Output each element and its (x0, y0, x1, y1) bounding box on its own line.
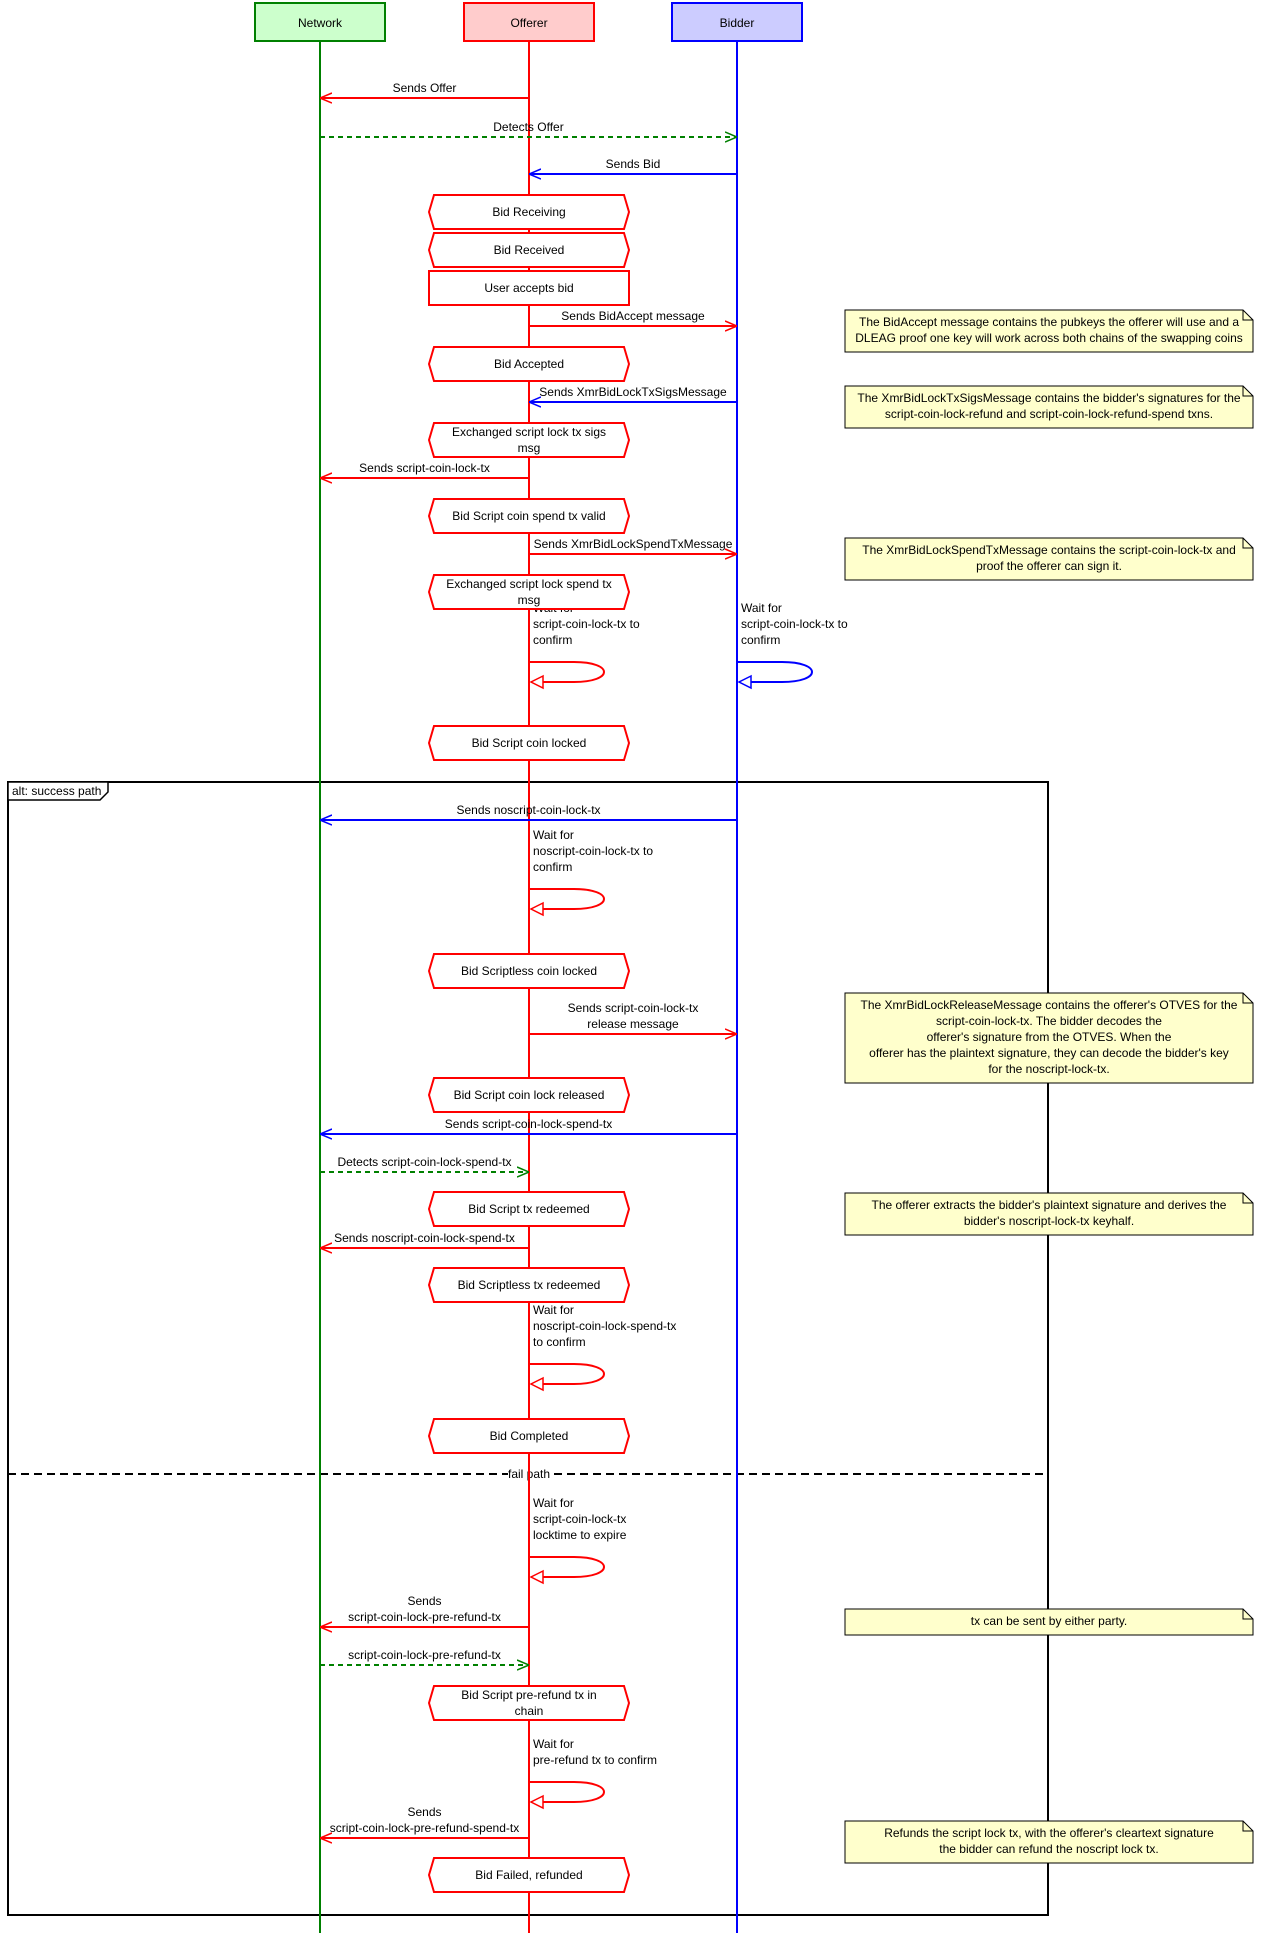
note (844, 385, 1254, 429)
note-text: Refunds the script lock tx, with the off… (884, 1826, 1214, 1856)
note (844, 309, 1254, 353)
message-label: Sends Bid (606, 157, 661, 171)
note-text: The offerer extracts the bidder's plaint… (872, 1198, 1227, 1228)
message-label: Sends Offer (393, 81, 457, 95)
state-label: Bid Script coin lock released (454, 1088, 605, 1102)
note-fold (1242, 1821, 1253, 1832)
state-box (427, 498, 631, 534)
note-text: The XmrBidLockReleaseMessage contains th… (861, 998, 1238, 1076)
note (844, 1192, 1254, 1236)
state-label: User accepts bid (484, 281, 573, 295)
self-message-arrow (529, 1363, 605, 1385)
state-box (427, 1857, 631, 1893)
alt-frame-label: alt: success path (12, 784, 101, 798)
alt-frame-tab (7, 781, 109, 801)
state-label: Bid Script tx redeemed (468, 1202, 589, 1216)
message-label: Sends XmrBidLockTxSigsMessage (539, 385, 727, 399)
self-message-arrowhead (529, 1376, 544, 1392)
state-box (427, 232, 631, 268)
state-label: Bid Accepted (494, 357, 564, 371)
state-box (427, 194, 631, 230)
participant-bidder (671, 2, 803, 42)
note-fold (1242, 386, 1253, 397)
self-message-arrowhead (529, 674, 544, 690)
note-text: The BidAccept message contains the pubke… (855, 315, 1243, 345)
message-label: Sends noscript-coin-lock-spend-tx (334, 1231, 515, 1245)
self-message-arrow (529, 661, 605, 683)
state-box (427, 725, 631, 761)
participant-label-bidder: Bidder (720, 16, 755, 30)
self-message-arrow (737, 661, 813, 683)
state-box (427, 422, 631, 458)
state-box (427, 1077, 631, 1113)
note-fold (1242, 1193, 1253, 1204)
state-label: Bid Script coin locked (472, 736, 587, 750)
self-message-arrow (529, 1556, 605, 1578)
self-message-arrowhead (529, 1569, 544, 1585)
state-label: Bid Scriptless tx redeemed (458, 1278, 601, 1292)
action-box (428, 270, 630, 306)
state-label: Bid Completed (490, 1429, 569, 1443)
message-label: Sends BidAccept message (561, 309, 705, 323)
participant-offerer (463, 2, 595, 42)
participant-network (254, 2, 386, 42)
state-box (427, 1685, 631, 1721)
state-box (427, 1267, 631, 1303)
note (844, 537, 1254, 581)
note-fold (1242, 1609, 1253, 1620)
state-box (427, 953, 631, 989)
message-label: script-coin-lock-pre-refund-tx (348, 1648, 501, 1662)
state-label: Bid Scriptless coin locked (461, 964, 597, 978)
note-fold (1242, 993, 1253, 1004)
note (844, 992, 1254, 1084)
self-message-arrow (529, 1781, 605, 1803)
message-label: Sends noscript-coin-lock-tx (456, 803, 600, 817)
state-box (427, 1191, 631, 1227)
self-message-arrow (529, 888, 605, 910)
participant-label-network: Network (298, 16, 343, 30)
message-label: Detects Offer (493, 120, 563, 134)
self-message-arrowhead (529, 1794, 544, 1810)
note-fold (1242, 538, 1253, 549)
message-label: Sends XmrBidLockSpendTxMessage (534, 537, 733, 551)
state-box (427, 346, 631, 382)
note-fold (1242, 310, 1253, 321)
self-message-arrowhead (737, 674, 752, 690)
note-text: tx can be sent by either party. (971, 1614, 1128, 1628)
state-label: Bid Script coin spend tx valid (452, 509, 605, 523)
state-label: Bid Failed, refunded (475, 1868, 582, 1882)
message-label: Sends script-coin-lock-spend-tx (445, 1117, 612, 1131)
note (844, 1608, 1254, 1636)
note-text: The XmrBidLockSpendTxMessage contains th… (862, 543, 1236, 573)
state-label: Bid Receiving (492, 205, 565, 219)
note-text: The XmrBidLockTxSigsMessage contains the… (857, 391, 1240, 421)
note (844, 1820, 1254, 1864)
message-label: Sends script-coin-lock-tx (359, 461, 490, 475)
state-box (427, 574, 631, 610)
message-label: Detects script-coin-lock-spend-tx (337, 1155, 511, 1169)
self-message-arrowhead (529, 901, 544, 917)
participant-label-offerer: Offerer (510, 16, 547, 30)
state-box (427, 1418, 631, 1454)
state-label: Bid Received (494, 243, 565, 257)
